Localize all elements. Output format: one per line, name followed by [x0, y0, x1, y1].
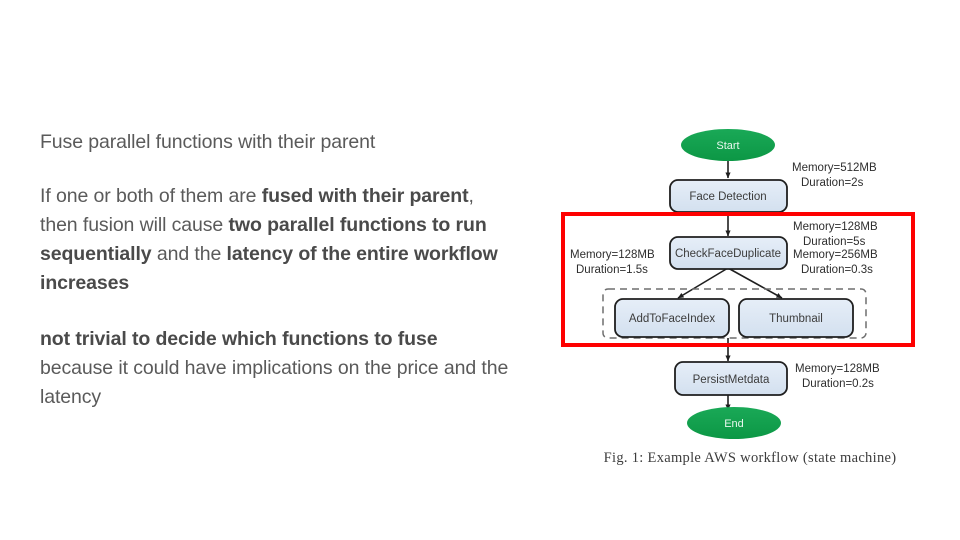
annotation-check-face-duplicate: Memory=128MB Duration=5s: [793, 221, 878, 248]
annotation-persist-metdata: Memory=128MB Duration=0.2s: [795, 363, 880, 390]
text-run-closing-1: because it could have implications on th…: [40, 357, 509, 408]
edge-check-to-thumbnail: [727, 267, 783, 299]
annotation-check-face-duplicate-memory: Memory=128MB: [793, 221, 878, 233]
annotation-thumbnail: Memory=256MB Duration=0.3s: [793, 249, 878, 276]
edge-check-to-addindex: [677, 267, 729, 299]
figure-caption: Fig. 1: Example AWS workflow (state mach…: [603, 450, 897, 466]
annotation-face-detection-duration: Duration=2s: [801, 177, 864, 189]
text-run-body-5: latency of the entire workflow increases: [40, 243, 498, 294]
annotation-add-to-face-index-duration: Duration=1.5s: [576, 264, 648, 276]
text-run-body-4: and the: [151, 243, 227, 265]
node-face-detection-label: Face Detection: [689, 191, 766, 203]
text-run-body-1: fused with their parent: [261, 185, 469, 207]
text-run-body-0: If one or both of them are: [40, 185, 262, 207]
slide-text-column: Fuse parallel functions with their paren…: [40, 128, 510, 412]
node-thumbnail-label: Thumbnail: [769, 313, 823, 325]
annotation-persist-metdata-memory: Memory=128MB: [795, 363, 880, 375]
node-add-to-face-index[interactable]: AddToFaceIndex: [614, 298, 730, 338]
parallel-branch-dashed-box: [602, 288, 867, 339]
annotation-thumbnail-memory: Memory=256MB: [793, 249, 878, 261]
node-start-label: Start: [716, 140, 739, 152]
annotation-face-detection: Memory=512MB Duration=2s: [792, 162, 877, 189]
paragraph-closing: not trivial to decide which functions to…: [40, 325, 510, 412]
paragraph-heading: Fuse parallel functions with their paren…: [40, 128, 510, 157]
annotation-add-to-face-index: Memory=128MB Duration=1.5s: [570, 249, 655, 276]
node-start[interactable]: Start: [681, 129, 775, 161]
paragraph-body: If one or both of them are fused with th…: [40, 182, 510, 298]
node-end[interactable]: End: [687, 407, 781, 439]
text-run-heading-0: Fuse parallel functions with their paren…: [40, 131, 376, 153]
text-run-body-2: , then fusion will cause: [40, 185, 474, 236]
node-check-face-duplicate[interactable]: CheckFaceDuplicate: [669, 236, 788, 270]
annotation-face-detection-memory: Memory=512MB: [792, 162, 877, 174]
fusion-highlight-box: [561, 212, 915, 347]
node-check-face-duplicate-label: CheckFaceDuplicate: [675, 248, 781, 260]
node-persist-metdata[interactable]: PersistMetdata: [674, 361, 788, 396]
node-face-detection[interactable]: Face Detection: [669, 179, 788, 213]
annotation-add-to-face-index-memory: Memory=128MB: [570, 249, 655, 261]
text-run-closing-0: not trivial to decide which functions to…: [40, 328, 438, 350]
node-thumbnail[interactable]: Thumbnail: [738, 298, 854, 338]
node-persist-metdata-label: PersistMetdata: [693, 374, 770, 386]
annotation-check-face-duplicate-duration: Duration=5s: [803, 236, 866, 248]
annotation-thumbnail-duration: Duration=0.3s: [801, 264, 873, 276]
workflow-diagram-svg: Start Face Detection CheckFaceDuplicate …: [561, 129, 915, 439]
node-end-label: End: [724, 418, 744, 430]
annotation-persist-metdata-duration: Duration=0.2s: [802, 378, 874, 390]
text-run-body-3: two parallel functions to run sequential…: [40, 214, 487, 265]
workflow-figure: Start Face Detection CheckFaceDuplicate …: [540, 110, 960, 480]
node-add-to-face-index-label: AddToFaceIndex: [629, 313, 716, 325]
